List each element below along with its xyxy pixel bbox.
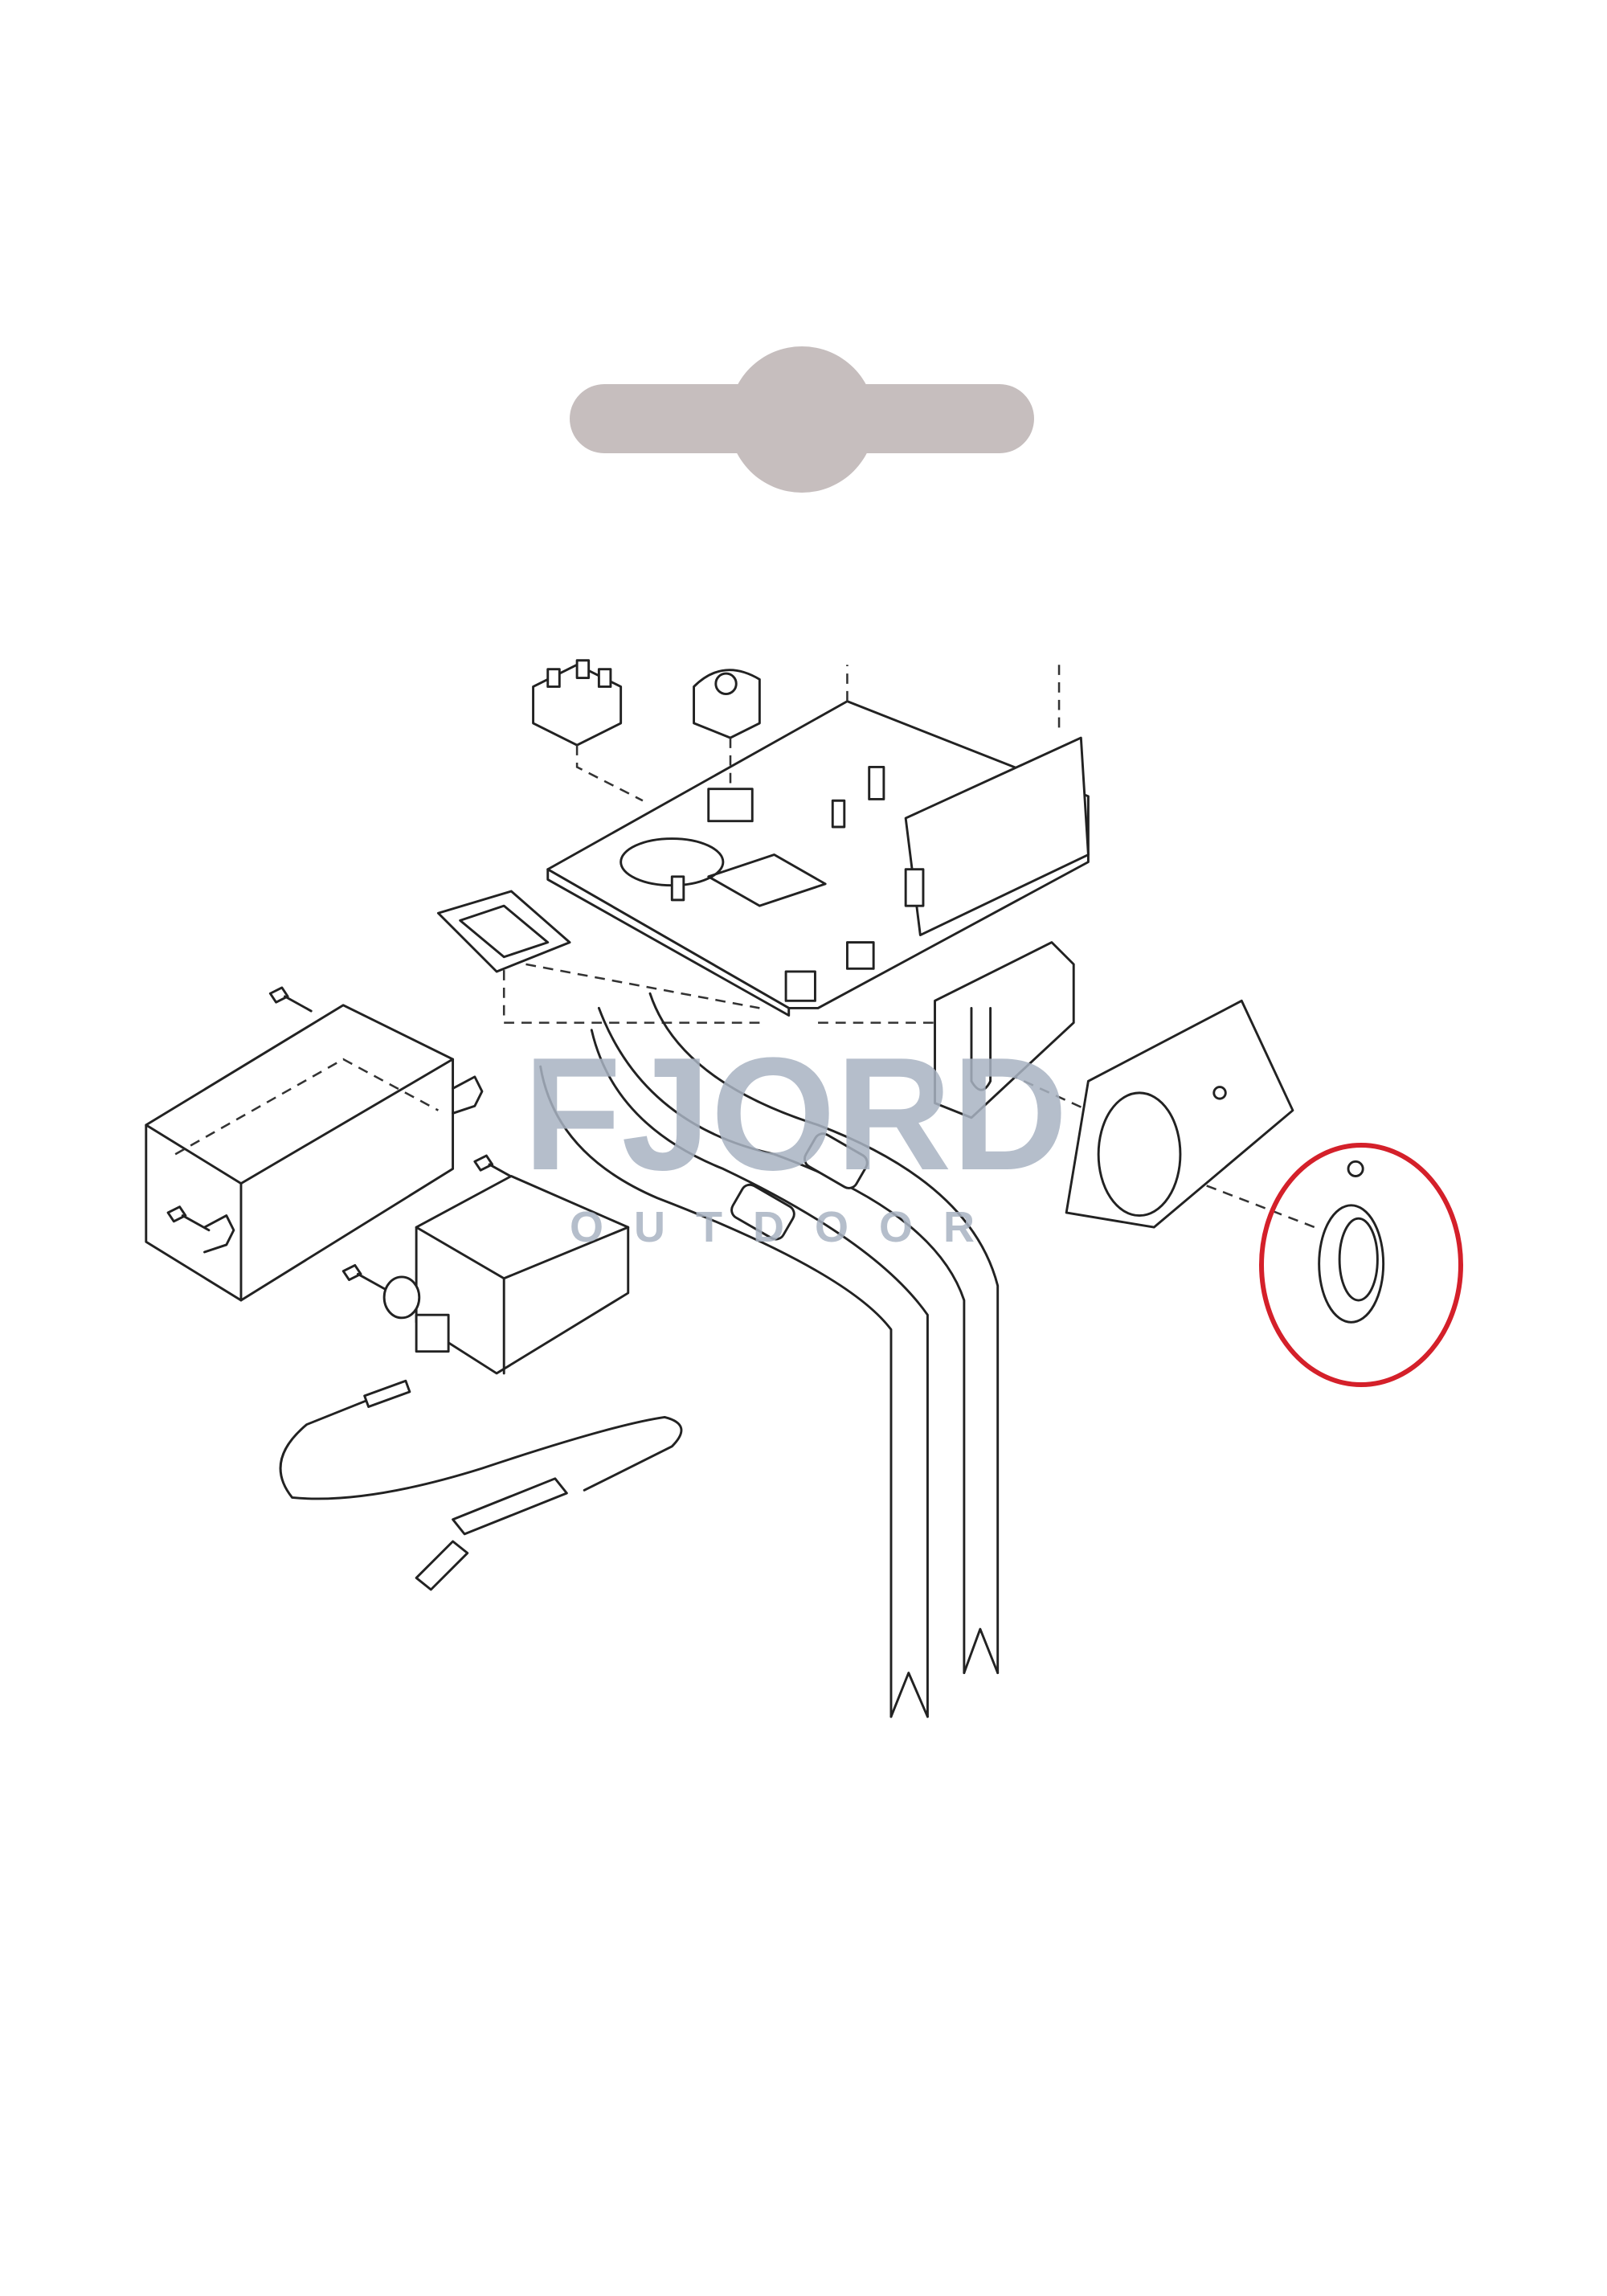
highlight-circle (1259, 1143, 1463, 1387)
control-board (546, 700, 1090, 1017)
cable-clamp (693, 669, 761, 739)
terminal-block (532, 659, 623, 747)
watermark-line1: FJORD (523, 1025, 1068, 1204)
burner-housing (1065, 999, 1294, 1229)
watermark-line2: OUTDOOR (570, 1203, 1005, 1251)
part-badge (570, 346, 1034, 493)
fuse-holder (436, 890, 571, 973)
mounting-bracket (934, 941, 1075, 1119)
sight-glass-grommet (1318, 1160, 1385, 1324)
watermark-logo: FJORD OUTDOOR (523, 1025, 1068, 1251)
screws (166, 986, 517, 1290)
ignition-module (382, 1175, 630, 1375)
thermocouple (279, 1379, 683, 1591)
gas-tubes (539, 992, 1000, 1718)
junction-box (145, 1004, 484, 1302)
